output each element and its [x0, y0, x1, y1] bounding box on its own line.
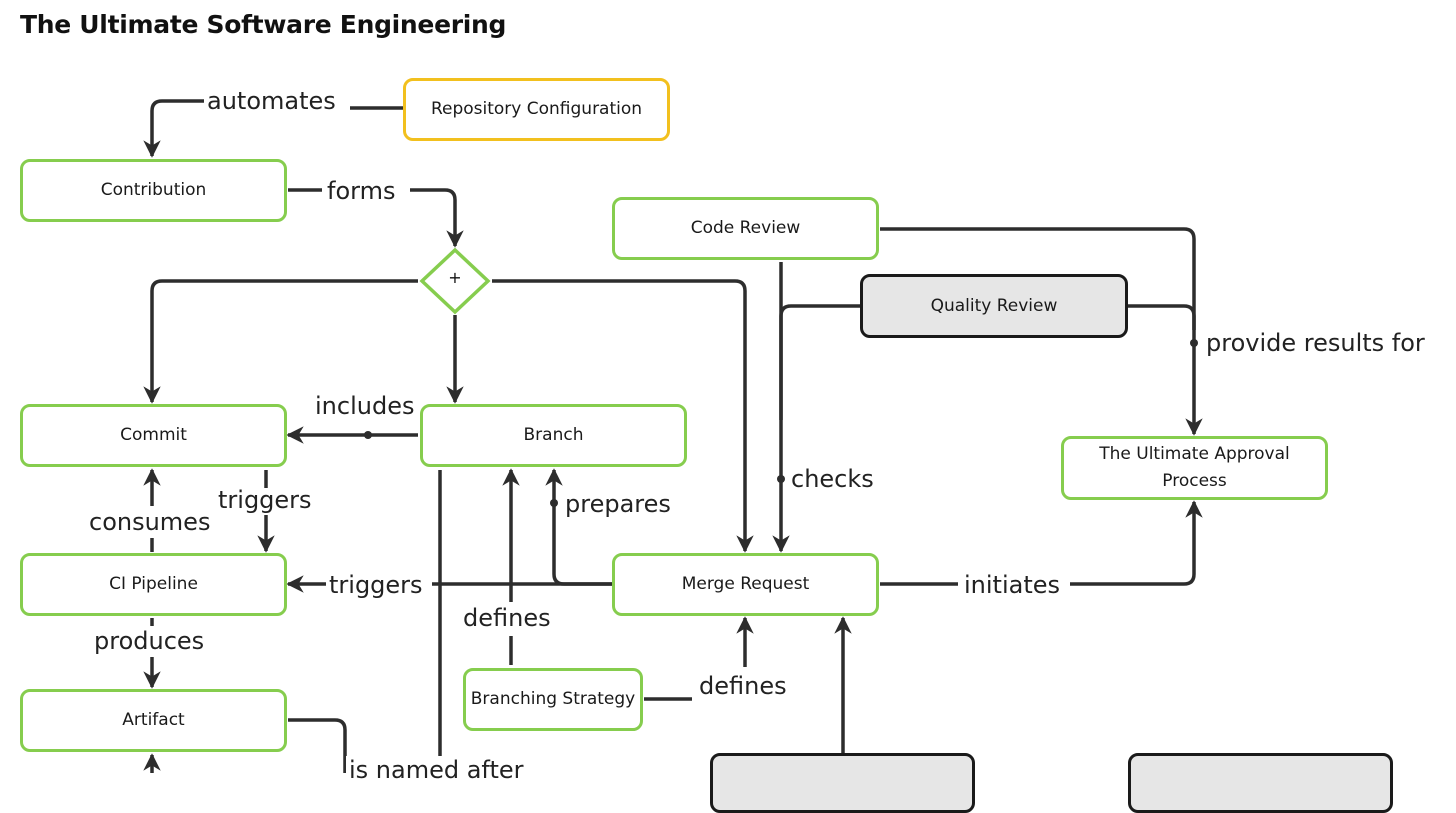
edge-label-includes: includes	[312, 392, 418, 420]
gateway-diamond[interactable]	[419, 247, 491, 315]
edge-label-defines-branch: defines	[460, 604, 554, 632]
node-label: Quality Review	[930, 295, 1058, 316]
edge-provide-results-quality	[1128, 304, 1196, 330]
edge-label-consumes: consumes	[86, 508, 214, 536]
edge-label-is-named-after: is named after	[346, 756, 527, 784]
edge-automates-arrow	[143, 99, 206, 158]
edge-label-initiates: initiates	[961, 571, 1064, 599]
edge-dot-provide-results	[1190, 339, 1198, 347]
node-code-review[interactable]: Code Review	[612, 197, 879, 260]
gateway-plus-icon: +	[448, 268, 462, 287]
node-label: The Ultimate Approval Process	[1099, 444, 1290, 491]
edge-label-automates: automates	[204, 87, 339, 115]
edge-label-produces: produces	[91, 627, 208, 655]
edge-prepares	[545, 468, 612, 586]
node-label: Repository Configuration	[430, 99, 643, 119]
node-merge-request[interactable]: Merge Request	[612, 553, 879, 616]
diagram-title: The Ultimate Software Engineering	[20, 10, 507, 39]
node-label: Artifact	[122, 710, 185, 730]
node-contribution[interactable]: Contribution	[20, 159, 287, 222]
edge-label-forms: forms	[324, 177, 399, 205]
node-quality-review[interactable]: Quality Review	[860, 274, 1128, 338]
node-label: Commit	[120, 425, 187, 445]
node-label: Branch	[523, 425, 584, 445]
edge-label-prepares: prepares	[562, 490, 674, 518]
node-label: CI Pipeline	[109, 574, 198, 594]
node-bottom-1[interactable]	[710, 753, 975, 813]
edge-label-triggers-commit-ci: triggers	[218, 486, 312, 514]
edge-checks-quality	[772, 304, 860, 553]
edge-label-triggers-mr-ci: triggers	[326, 571, 426, 599]
edge-gateway-commit	[143, 279, 418, 404]
node-label: Contribution	[100, 180, 207, 200]
edge-provide-results-code	[880, 227, 1203, 436]
node-artifact[interactable]: Artifact	[20, 689, 287, 752]
edge-layer	[143, 99, 1203, 773]
node-bottom-2[interactable]	[1128, 753, 1393, 813]
edge-is-named-after-artifact	[288, 718, 347, 773]
edge-label-provide-results-for: provide results for	[1203, 329, 1428, 357]
node-label: Code Review	[690, 218, 801, 238]
edge-label-defines-mr: defines	[696, 672, 790, 700]
node-label: Branching Strategy	[470, 689, 636, 709]
edge-label-checks: checks	[788, 465, 877, 493]
edge-forms-arrow	[410, 188, 464, 248]
edge-initiates-arrow	[1070, 500, 1203, 586]
node-branch[interactable]: Branch	[420, 404, 687, 467]
node-commit[interactable]: Commit	[20, 404, 287, 467]
node-branching-strategy[interactable]: Branching Strategy	[463, 668, 643, 731]
edge-dot-prepares	[550, 499, 558, 507]
node-label: Merge Request	[681, 574, 810, 594]
edge-gateway-mr	[492, 279, 754, 553]
edge-dot-includes	[364, 431, 372, 439]
edge-dot-checks	[777, 475, 785, 483]
node-approval-process[interactable]: The Ultimate Approval Process	[1061, 436, 1328, 500]
node-ci-pipeline[interactable]: CI Pipeline	[20, 553, 287, 616]
node-repository-configuration[interactable]: Repository Configuration	[403, 78, 670, 141]
